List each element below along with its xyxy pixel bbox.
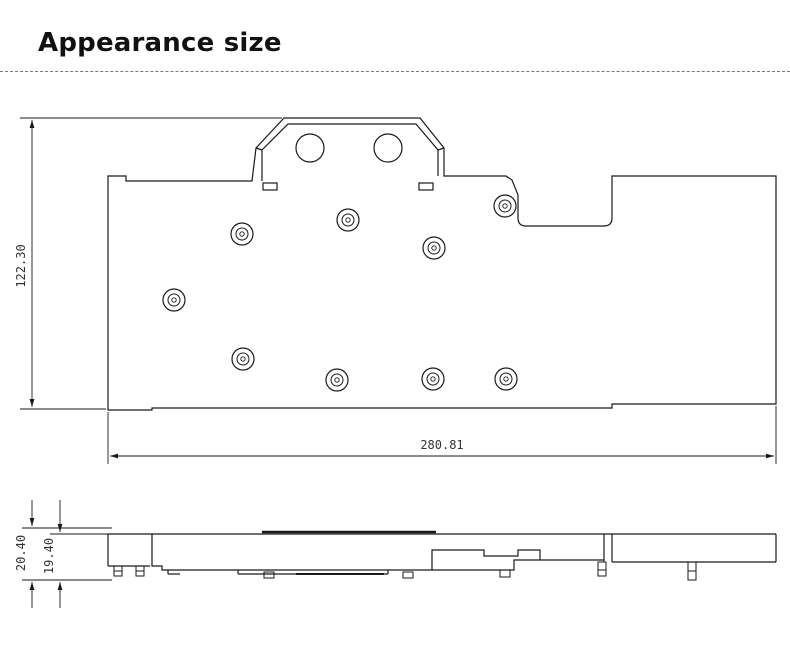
top-view: [107, 117, 777, 411]
standoff-2: [135, 565, 145, 577]
side-view: [107, 530, 777, 575]
mount-tab-right: [418, 182, 434, 191]
screw-8: [421, 367, 445, 391]
outlet-port: [373, 133, 403, 163]
title-divider: [0, 71, 790, 72]
standoff-screws: [162, 194, 518, 392]
height-dimension: [20, 117, 282, 410]
thickness-body-label: 19.40: [42, 538, 56, 574]
thickness-dimension: [22, 500, 112, 608]
inlet-tower-bevel: [261, 123, 439, 181]
mount-tab-left: [262, 182, 278, 191]
standoff-3: [263, 571, 275, 579]
screw-4: [493, 194, 517, 218]
screw-7: [325, 368, 349, 392]
length-dimension-label: 280.81: [420, 438, 463, 452]
standoff-5: [499, 569, 511, 578]
screw-6: [231, 347, 255, 371]
block-outline: [107, 117, 777, 411]
screw-5: [162, 288, 186, 312]
inlet-port: [295, 133, 325, 163]
screw-2: [336, 208, 360, 232]
screw-9: [494, 367, 518, 391]
standoff-1: [113, 565, 123, 577]
standoff-7: [687, 561, 697, 581]
length-dimension: [107, 406, 777, 464]
page-title: Appearance size: [38, 28, 282, 58]
thickness-total-label: 20.40: [14, 535, 28, 571]
height-dimension-label: 122.30: [14, 244, 28, 287]
standoff-4: [402, 571, 414, 579]
screw-1: [230, 222, 254, 246]
side-standoffs: [113, 561, 697, 581]
screw-3: [422, 236, 446, 260]
standoff-6: [597, 561, 607, 577]
